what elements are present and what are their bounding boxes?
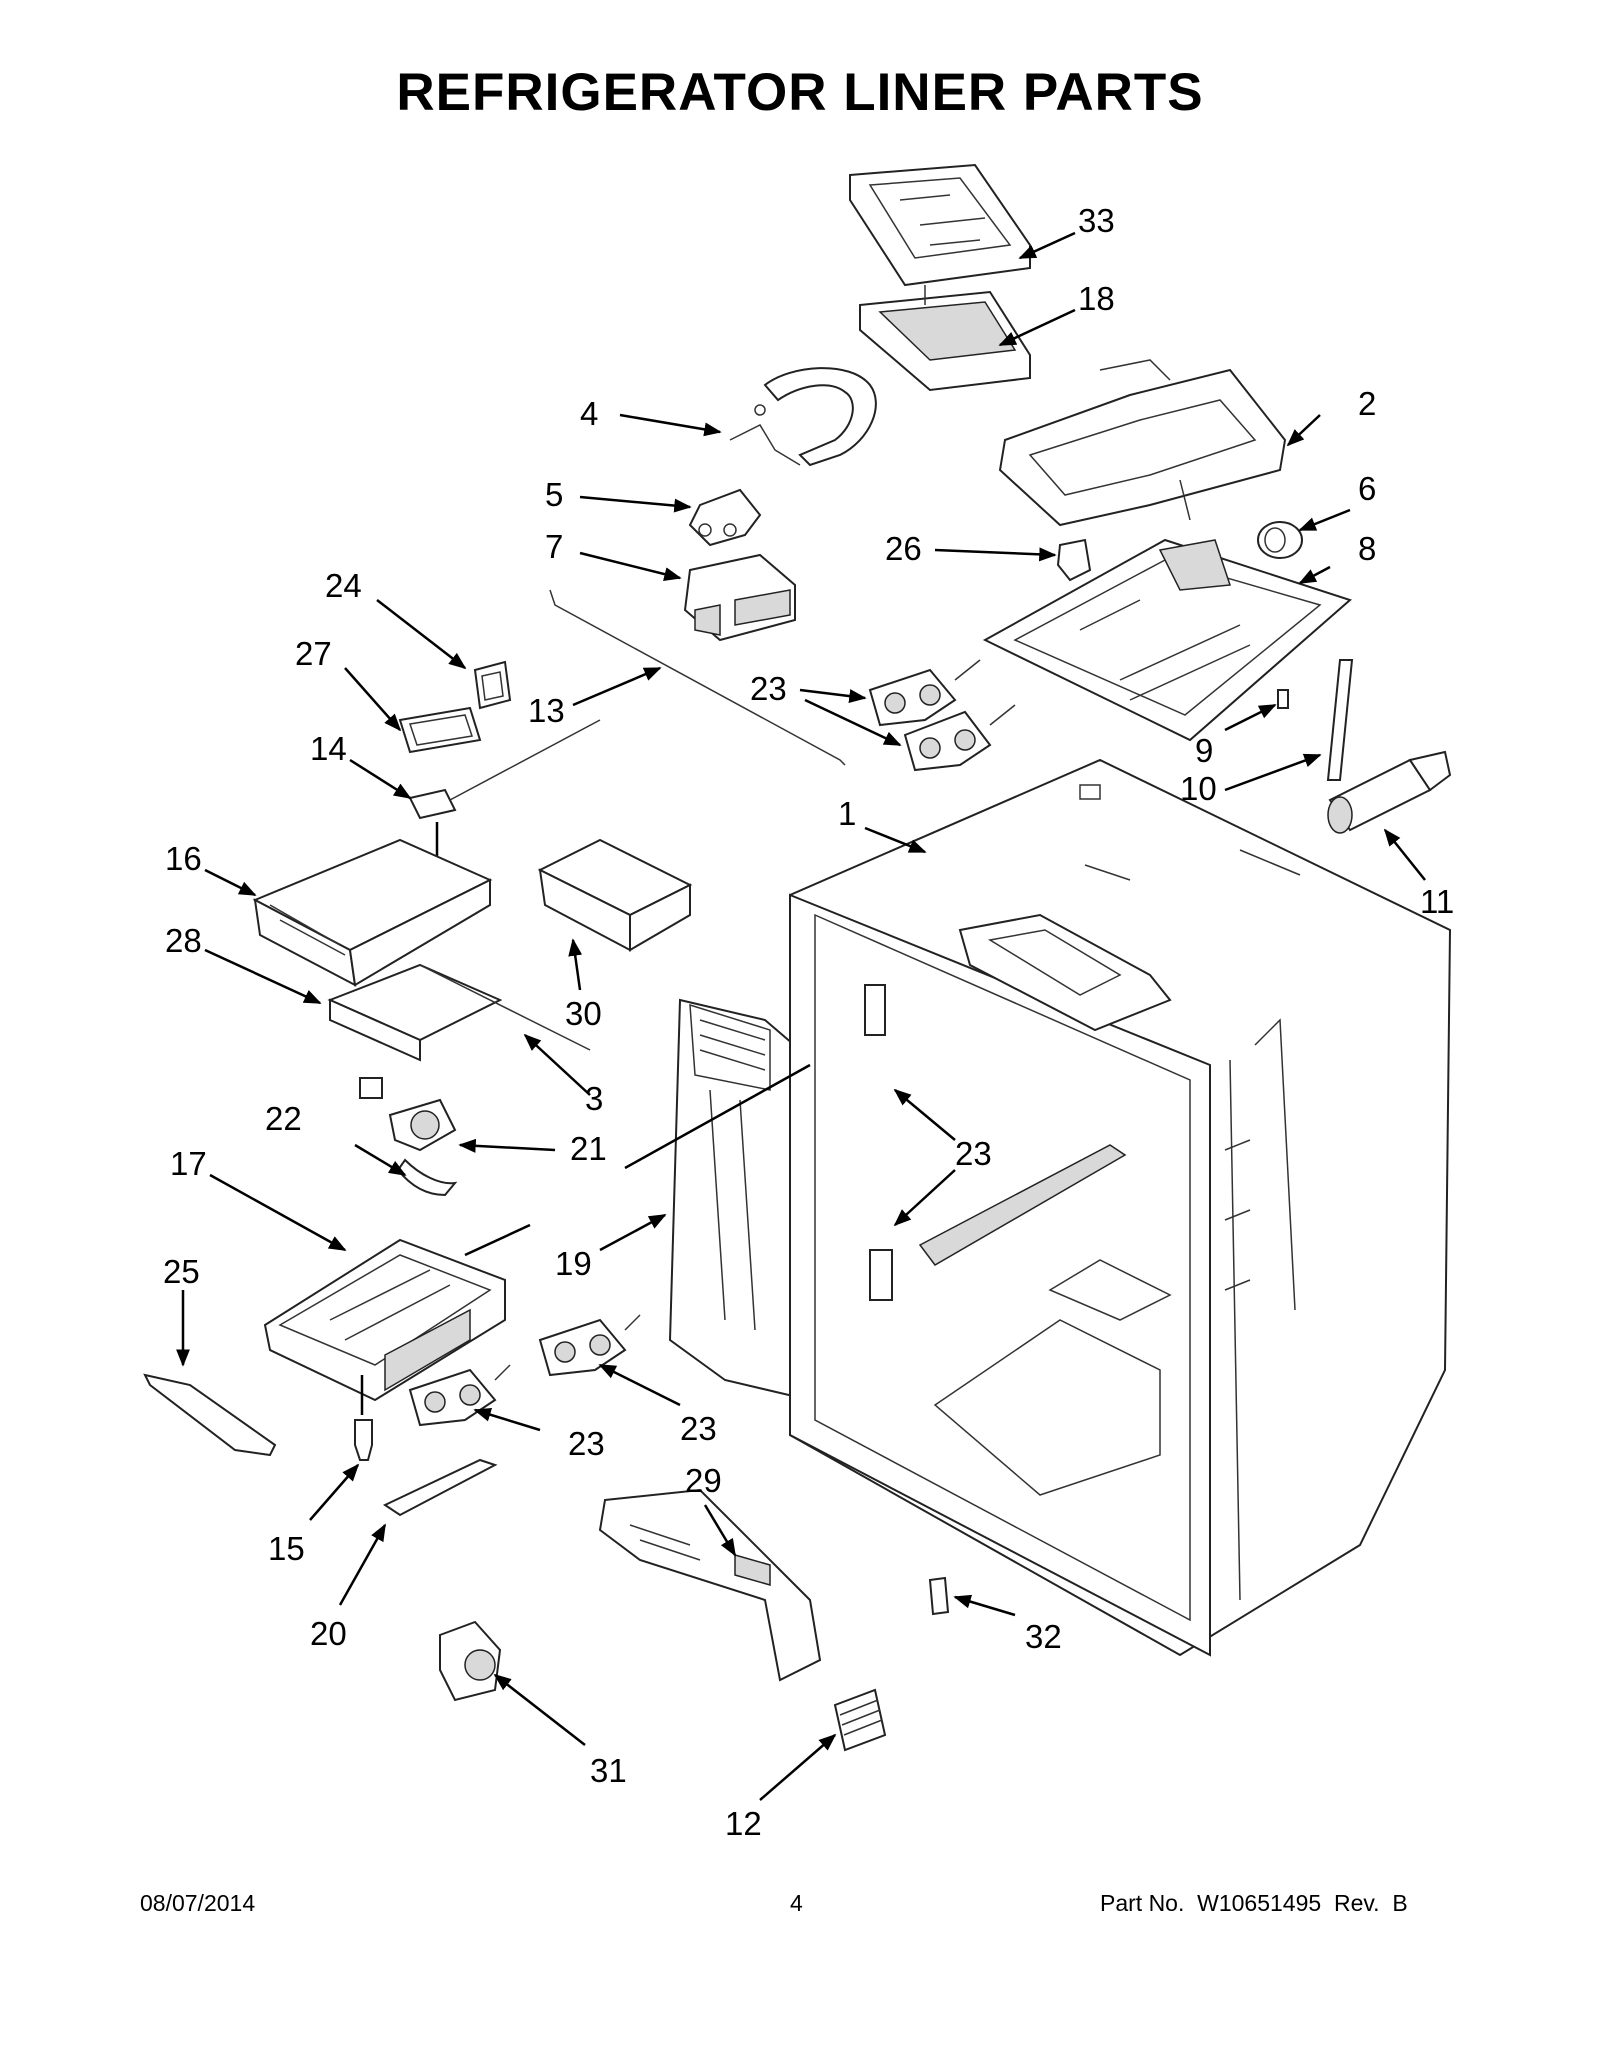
part-24-drawing	[473, 660, 512, 710]
callout-30: 30	[565, 995, 602, 1032]
callout-19: 19	[555, 1245, 592, 1282]
callout-25: 25	[163, 1253, 200, 1290]
callout-18: 18	[1078, 280, 1115, 317]
callout-3: 3	[585, 1080, 603, 1117]
callout-23-d: 23	[568, 1425, 605, 1462]
callout-21: 21	[570, 1130, 607, 1167]
callout-17: 17	[170, 1145, 207, 1182]
part-29-drawing	[598, 1488, 822, 1682]
callout-22: 22	[265, 1100, 302, 1137]
part-32-drawing	[928, 1576, 950, 1616]
part-25-drawing	[143, 1373, 277, 1457]
part-22-drawing	[396, 1158, 458, 1197]
callout-23-c: 23	[680, 1410, 717, 1447]
callout-31: 31	[590, 1752, 627, 1789]
callout-labels: 33 18 4 2 5 6 7 26 8 24 27 13 23 9 14 10…	[163, 202, 1454, 1842]
callout-9: 9	[1195, 732, 1213, 769]
callout-16: 16	[165, 840, 202, 877]
callout-2: 2	[1358, 385, 1376, 422]
callout-24: 24	[325, 567, 362, 604]
part-5-drawing	[688, 488, 762, 547]
part-12-drawing	[833, 1688, 887, 1752]
callout-27: 27	[295, 635, 332, 672]
part-1-liner-drawing	[789, 758, 1452, 1657]
part-18-drawing	[859, 285, 1031, 392]
callout-5: 5	[545, 476, 563, 513]
part-33-drawing	[849, 163, 1031, 287]
callout-28: 28	[165, 922, 202, 959]
part-4-drawing	[729, 367, 877, 467]
callout-26: 26	[885, 530, 922, 567]
callout-10: 10	[1180, 770, 1217, 807]
part-31-drawing	[439, 1620, 502, 1702]
callout-13: 13	[528, 692, 565, 729]
callout-6: 6	[1358, 470, 1376, 507]
part-23-drawing-top	[868, 659, 1016, 772]
callout-14: 14	[310, 730, 347, 767]
part-9-drawing	[1277, 689, 1289, 709]
part-21-drawing	[359, 1077, 457, 1152]
callout-23-a: 23	[750, 670, 787, 707]
callout-12: 12	[725, 1805, 762, 1842]
part-30-drawing	[537, 838, 693, 952]
part-14-drawing	[408, 719, 601, 858]
part-17-drawing	[263, 1223, 531, 1402]
callout-1: 1	[838, 795, 856, 832]
part-8-drawing	[982, 538, 1352, 742]
footer-part-number: Part No. W10651495 Rev. B	[1100, 1890, 1408, 1916]
callout-33: 33	[1078, 202, 1115, 239]
part-11-drawing	[1327, 750, 1452, 834]
callout-7: 7	[545, 528, 563, 565]
callout-11: 11	[1420, 883, 1454, 920]
part-20-drawing	[382, 1458, 498, 1517]
callout-23-b: 23	[955, 1135, 992, 1172]
part-13-drawing	[549, 589, 846, 766]
callout-4: 4	[580, 395, 598, 432]
callout-32: 32	[1025, 1618, 1062, 1655]
footer-page-number: 4	[790, 1890, 803, 1916]
part-10-drawing	[1326, 659, 1354, 781]
part-15-drawing	[354, 1375, 373, 1461]
part-26-drawing	[1056, 538, 1092, 582]
callout-29: 29	[685, 1462, 722, 1499]
callout-20: 20	[310, 1615, 347, 1652]
callout-8: 8	[1358, 530, 1376, 567]
part-7-drawing	[683, 553, 796, 642]
callout-15: 15	[268, 1530, 305, 1567]
part-16-drawing	[252, 838, 493, 987]
leader-lines	[176, 231, 1426, 1801]
part-6-drawing	[1257, 521, 1303, 559]
part-2-drawing	[998, 359, 1287, 527]
page-title: REFRIGERATOR LINER PARTS	[396, 63, 1204, 122]
part-27-drawing	[398, 706, 482, 754]
part-28-drawing	[327, 963, 591, 1062]
footer-date: 08/07/2014	[140, 1890, 256, 1916]
